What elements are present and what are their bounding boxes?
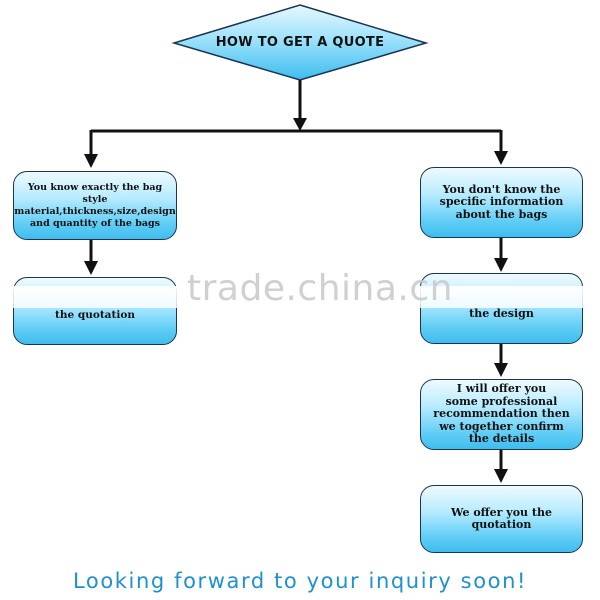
arrowhead-right-2-3 (494, 363, 508, 377)
diagram-title: HOW TO GET A QUOTE (215, 35, 385, 50)
box-recommendation-text: I will offer you some professional recom… (433, 382, 570, 446)
box-right-quotation-text: We offer you the quotation (451, 505, 552, 531)
arrowhead-right-branch (494, 151, 508, 165)
arrowhead-right-3-4 (494, 469, 508, 483)
box-the-design-text: the design (469, 307, 534, 321)
arrowhead-title (293, 118, 307, 131)
box-dont-know: You don't know the specific information … (420, 167, 583, 238)
box-the-design: the design (420, 273, 583, 344)
box-right-quotation: We offer you the quotation (420, 485, 583, 553)
arrowhead-left-1-2 (84, 261, 98, 275)
box-dont-know-text: You don't know the specific information … (439, 182, 564, 221)
arrowhead-left-branch (84, 154, 98, 168)
arrowhead-right-1-2 (494, 258, 508, 272)
box-know-exactly-text: You know exactly the bag style material,… (14, 181, 176, 229)
watermark-text: trade.china.cn (187, 268, 453, 309)
box-left-quotation-text: the quotation (55, 308, 135, 321)
watermark-band (0, 286, 600, 308)
box-know-exactly: You know exactly the bag style material,… (13, 171, 177, 240)
box-recommendation: I will offer you some professional recom… (420, 379, 583, 450)
footer-message: Looking forward to your inquiry soon! (72, 569, 528, 593)
